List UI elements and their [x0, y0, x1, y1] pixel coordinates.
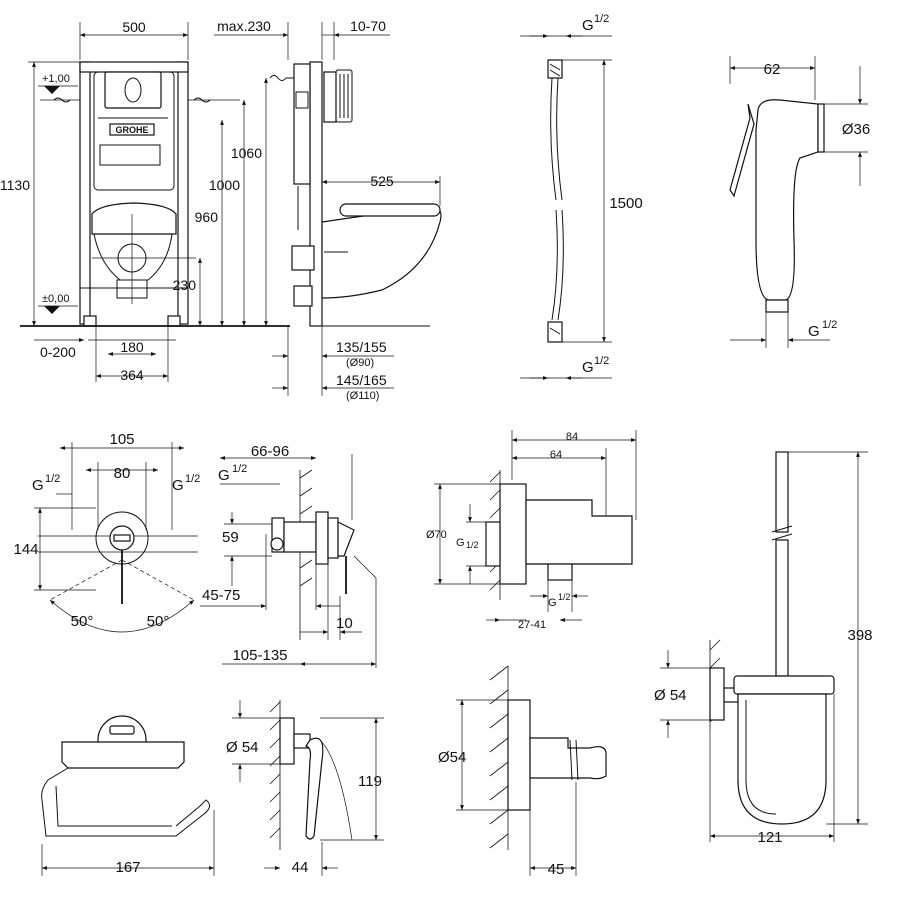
- hose-frac-top: 1/2: [594, 13, 609, 25]
- mixer-dim-80: 80: [114, 465, 131, 482]
- brush-dim-121: 121: [757, 829, 782, 846]
- spray-frac: 1/2: [822, 319, 837, 331]
- toilet-brush-drawing: Ø 54 398 121: [654, 451, 873, 846]
- mixer-g-left: G: [32, 477, 44, 494]
- shower-hose-drawing: G 1/2 1500 G 1/2: [520, 13, 643, 380]
- hose-frac-bottom: 1/2: [594, 355, 609, 367]
- mixer-frac-side: 1/2: [232, 463, 247, 475]
- elbow-frac-out: 1/2: [558, 592, 571, 602]
- shower-holder-drawing: Ø54 45: [438, 665, 607, 878]
- hook-wall-hatching: [269, 700, 281, 850]
- dim-1130: 1130: [0, 177, 30, 193]
- paper-holder-drawing: 167: [41, 715, 215, 876]
- mixer-angle-left: 50°: [71, 613, 94, 630]
- mixer-dim-66-96: 66-96: [251, 443, 289, 460]
- mixer-frac-left: 1/2: [45, 473, 60, 485]
- elbow-dim-d70: Ø70: [426, 529, 447, 541]
- hook-dim-119: 119: [358, 773, 382, 790]
- mixer-dim-10: 10: [336, 615, 353, 632]
- dim-d90: (Ø90): [346, 357, 374, 369]
- hose-g-bottom: G: [582, 359, 594, 376]
- elbow-g-in: G: [456, 537, 465, 549]
- dim-d110: (Ø110): [346, 390, 379, 402]
- installation-frame-drawing: 500 GROHE 1130: [0, 18, 442, 402]
- mixer-angle-right: 50°: [147, 613, 170, 630]
- holder-dim-45: 45: [548, 861, 565, 878]
- spray-g: G: [808, 323, 820, 340]
- dim-max230: max.230: [217, 18, 271, 34]
- level-zero: ±0,00: [42, 293, 69, 305]
- dim-0-200: 0-200: [40, 344, 76, 360]
- hose-g-top: G: [582, 17, 594, 34]
- brush-dim-d54: Ø 54: [654, 687, 687, 704]
- elbow-dim-84: 84: [566, 431, 578, 443]
- mixer-wall-hatching: [299, 469, 313, 640]
- dim-1060: 1060: [231, 145, 262, 161]
- dim-364: 364: [120, 367, 144, 383]
- holder-wall-hatching: [489, 665, 509, 850]
- mixer-dim-144: 144: [13, 541, 38, 558]
- mixer-dim-45-75: 45-75: [202, 587, 240, 604]
- hook-dim-44: 44: [292, 859, 309, 876]
- dim-960: 960: [195, 209, 219, 225]
- elbow-dim-27-41: 27-41: [518, 619, 546, 631]
- mixer-frac-right: 1/2: [185, 473, 200, 485]
- mixer-g-side: G: [218, 467, 230, 484]
- concealed-mixer-drawing: 105 80 G 1/2 G 1/2 144 50° 50° 66-96 G 1…: [13, 431, 377, 668]
- mixer-dim-59: 59: [222, 529, 239, 546]
- mixer-dim-105-135: 105-135: [232, 647, 287, 664]
- dim-180: 180: [120, 339, 144, 355]
- brush-dim-398: 398: [847, 627, 872, 644]
- mixer-dim-105: 105: [109, 431, 134, 448]
- hose-length: 1500: [609, 195, 642, 212]
- dim-230: 230: [173, 277, 197, 293]
- dim-500: 500: [122, 19, 146, 35]
- dim-10-70: 10-70: [350, 18, 386, 34]
- mixer-g-right: G: [172, 477, 184, 494]
- dim-145-165: 145/165: [336, 372, 387, 388]
- dim-525: 525: [370, 173, 394, 189]
- robe-hook-drawing: Ø 54 119 44: [226, 700, 384, 876]
- elbow-frac-in: 1/2: [466, 540, 479, 550]
- dim-1000: 1000: [209, 177, 240, 193]
- hand-spray-drawing: 62 Ø36 G 1/2: [729, 56, 870, 348]
- elbow-dim-64: 64: [550, 449, 562, 461]
- wall-outlet-elbow-drawing: 84 64 Ø70 G 1/2 G 1/2: [426, 430, 637, 631]
- elbow-g-out: G: [548, 597, 557, 609]
- brand-logo-text: GROHE: [115, 125, 148, 135]
- level-plus-1: +1,00: [42, 73, 70, 85]
- dim-135-155: 135/155: [336, 339, 387, 355]
- hook-dim-d54: Ø 54: [226, 739, 259, 756]
- paper-dim-167: 167: [115, 859, 140, 876]
- spray-dim-62: 62: [764, 61, 781, 78]
- spray-dim-d36: Ø36: [842, 121, 870, 138]
- holder-dim-d54: Ø54: [438, 749, 466, 766]
